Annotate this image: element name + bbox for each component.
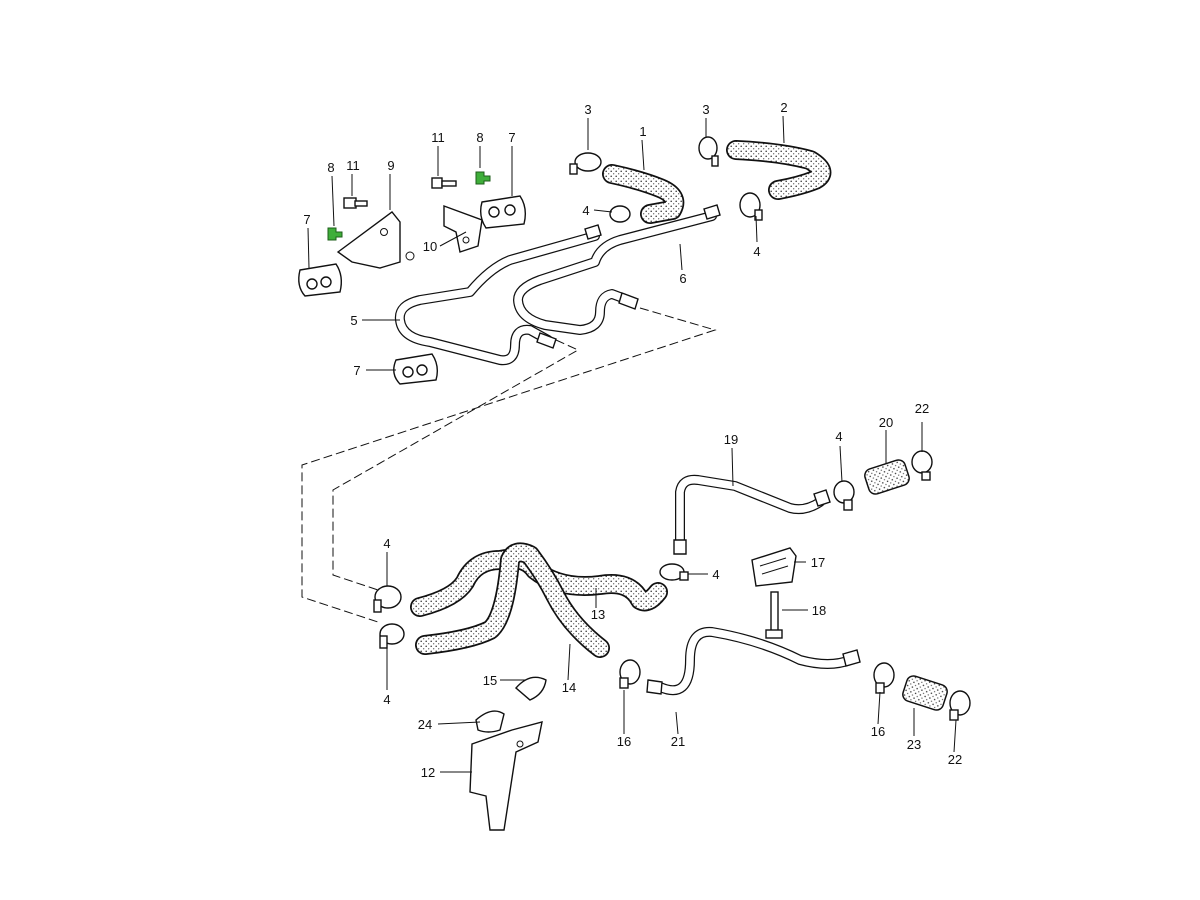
hose-clamp-icon[interactable] xyxy=(659,563,689,581)
callout-19: 19 xyxy=(724,432,738,447)
hose-clamp-icon[interactable] xyxy=(739,192,763,221)
bolt-icon[interactable] xyxy=(343,197,368,209)
callout-7: 7 xyxy=(353,363,360,378)
bolt-icon[interactable] xyxy=(765,591,783,639)
callout-11: 11 xyxy=(431,130,445,145)
callout-3: 3 xyxy=(584,102,591,117)
callout-17: 17 xyxy=(811,555,825,570)
callout-21: 21 xyxy=(671,734,685,749)
clip-icon[interactable] xyxy=(327,227,343,241)
callout-7: 7 xyxy=(508,130,515,145)
hose-clamp-icon[interactable] xyxy=(619,659,641,689)
callout-4: 4 xyxy=(712,567,719,582)
bracket-10[interactable] xyxy=(443,204,483,253)
callout-15: 15 xyxy=(483,673,497,688)
hose-clamp-icon[interactable] xyxy=(833,480,855,511)
callout-23: 23 xyxy=(907,737,921,752)
callout-9: 9 xyxy=(387,158,394,173)
hose-clamp-icon[interactable] xyxy=(949,690,971,721)
bolt-icon[interactable] xyxy=(431,177,457,189)
pipe-holder-7-left[interactable] xyxy=(298,263,343,297)
pipe-holder-7-bottom[interactable] xyxy=(393,353,439,385)
callout-16: 16 xyxy=(871,724,885,739)
callout-20: 20 xyxy=(879,415,893,430)
callout-8: 8 xyxy=(327,160,334,175)
callout-13: 13 xyxy=(591,607,605,622)
coolant-hose-23[interactable] xyxy=(901,674,949,712)
callout-11: 11 xyxy=(346,158,360,173)
callout-24: 24 xyxy=(418,717,432,732)
clip-17[interactable] xyxy=(751,547,797,587)
hose-clamp-icon[interactable] xyxy=(373,585,402,613)
coolant-pipe-19[interactable] xyxy=(673,474,831,555)
callout-4: 4 xyxy=(753,244,760,259)
callout-4: 4 xyxy=(582,203,589,218)
coolant-hose-1[interactable] xyxy=(602,164,685,224)
callout-22: 22 xyxy=(948,752,962,767)
hose-clamp-icon[interactable] xyxy=(911,450,933,481)
callout-4: 4 xyxy=(835,429,842,444)
clip-15[interactable] xyxy=(515,676,547,701)
callout-18: 18 xyxy=(812,603,826,618)
hose-clamp-icon[interactable] xyxy=(379,623,405,649)
coolant-pipe-5[interactable] xyxy=(394,224,602,366)
callout-10: 10 xyxy=(423,239,437,254)
clip-icon[interactable] xyxy=(475,171,491,185)
callout-4: 4 xyxy=(383,536,390,551)
hose-clamp-icon[interactable] xyxy=(698,136,719,167)
callout-22: 22 xyxy=(915,401,929,416)
callout-7: 7 xyxy=(303,212,310,227)
dashed-connection-lines xyxy=(301,307,717,623)
callout-14: 14 xyxy=(562,680,576,695)
leader-lines xyxy=(307,115,957,773)
coolant-hose-14[interactable] xyxy=(415,542,610,658)
hose-clamp-icon[interactable] xyxy=(569,152,602,175)
callout-5: 5 xyxy=(350,313,357,328)
callout-1: 1 xyxy=(639,124,646,139)
clip-24[interactable] xyxy=(475,710,505,733)
coolant-hose-2[interactable] xyxy=(726,140,832,200)
callout-3: 3 xyxy=(702,102,709,117)
bracket-icon[interactable] xyxy=(336,211,415,269)
coolant-hose-20[interactable] xyxy=(863,458,911,496)
coolant-pipe-21[interactable] xyxy=(646,626,861,696)
pipe-holder-7-top[interactable] xyxy=(479,195,527,229)
hose-clamp-icon[interactable] xyxy=(873,662,895,694)
coolant-pipe-6[interactable] xyxy=(513,204,721,335)
callout-2: 2 xyxy=(780,100,787,115)
bracket-12[interactable] xyxy=(469,721,543,831)
callout-6: 6 xyxy=(679,271,686,286)
callout-4: 4 xyxy=(383,692,390,707)
callout-16: 16 xyxy=(617,734,631,749)
callout-8: 8 xyxy=(476,130,483,145)
callout-labels: 1 2 3 3 4 4 5 6 7 7 7 8 8 9 10 11 11 12 … xyxy=(303,100,962,780)
hose-clamp-icon[interactable] xyxy=(609,205,631,223)
callout-12: 12 xyxy=(421,765,435,780)
